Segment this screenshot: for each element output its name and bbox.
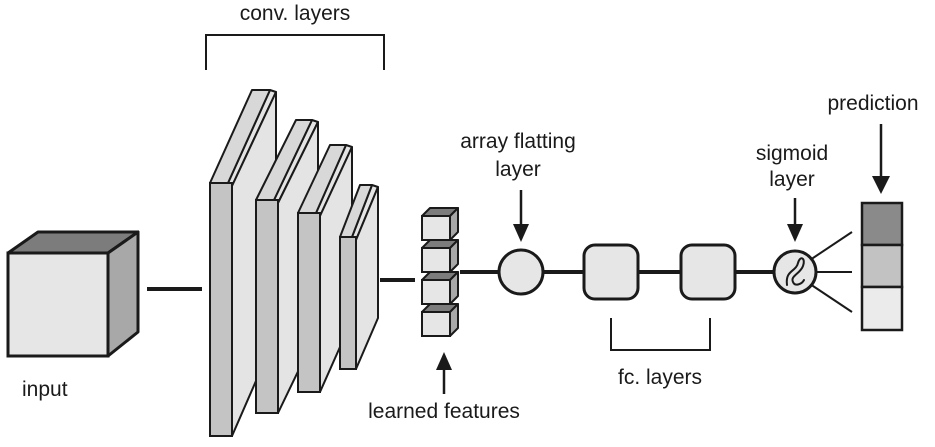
prediction-label: prediction	[827, 92, 918, 115]
prediction-arrowhead	[872, 176, 890, 194]
sigmoid-output-line-3	[809, 283, 853, 313]
conv-layers-label: conv. layers	[240, 2, 351, 25]
array-flatting-label-line1: array flatting	[460, 130, 576, 153]
input-label: input	[22, 378, 68, 401]
array-flatting-node	[497, 248, 545, 296]
learned-features-arrowhead	[436, 352, 452, 370]
feature-cube-2	[421, 239, 459, 273]
prediction-cell-3	[860, 285, 904, 332]
fc-layers-label: fc. layers	[618, 366, 702, 389]
prediction-cell-2	[860, 243, 904, 289]
fc-layers-bracket	[610, 318, 711, 351]
sigmoid-arrowhead	[787, 224, 803, 242]
conv-layer-1	[209, 89, 277, 437]
learned-features-cubes	[421, 207, 459, 337]
fc-layer-node-1	[582, 243, 640, 301]
sigmoid-label-line1: sigmoid	[756, 142, 828, 165]
sigmoid-output-line-1	[809, 231, 853, 261]
learned-features-label: learned features	[368, 400, 520, 423]
prediction-cell-1	[860, 201, 904, 247]
feature-cube-4	[421, 303, 459, 337]
sigmoid-label-line2: layer	[769, 168, 815, 191]
fc-layer-node-2	[679, 243, 737, 301]
array-flatting-label-line2: layer	[495, 158, 541, 181]
feature-cube-3	[421, 271, 459, 305]
sigmoid-curve-icon	[785, 257, 805, 286]
feature-cube-1	[421, 207, 459, 241]
sigmoid-node	[772, 249, 818, 295]
array-flatting-arrowhead	[513, 224, 529, 242]
prediction-vector	[860, 201, 904, 332]
conv-layer-4	[339, 184, 379, 370]
conv-layers-bracket	[205, 34, 385, 70]
input-cube	[6, 230, 140, 358]
